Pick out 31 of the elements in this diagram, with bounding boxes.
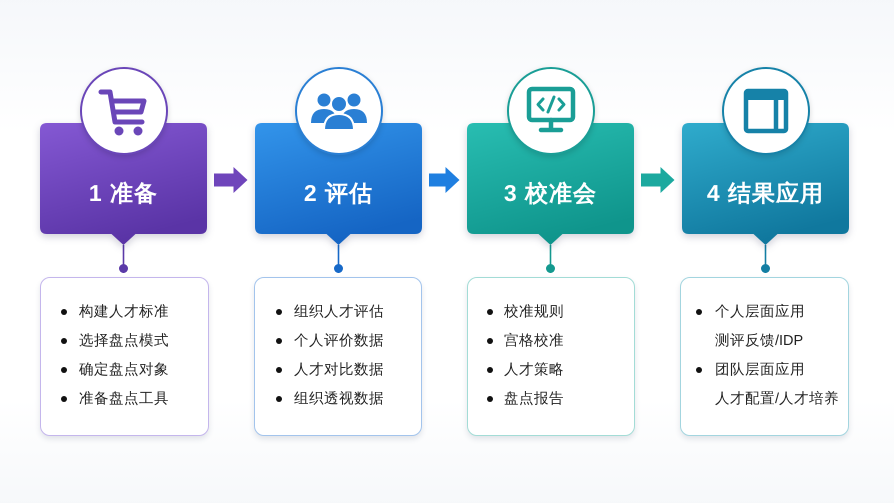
list-item: 团队层面应用 xyxy=(715,360,805,380)
list-item: 个人层面应用 xyxy=(715,302,805,322)
list-item: 构建人才标准 xyxy=(79,303,169,322)
step-title: 1 准备 xyxy=(88,179,160,207)
list-item: 宫格校准 xyxy=(504,332,564,351)
step-title: 2 评估 xyxy=(302,179,374,207)
list-item: 盘点报告 xyxy=(504,390,564,409)
list-item: 组织透视数据 xyxy=(294,390,384,409)
list-item: 个人评价数据 xyxy=(294,332,384,351)
list-item: 确定盘点对象 xyxy=(79,360,169,380)
list-item: 准备盘点工具 xyxy=(79,390,169,409)
list-panel xyxy=(40,277,209,436)
list-item: 校准规则 xyxy=(504,303,564,322)
list-item: 选择盘点模式 xyxy=(79,332,169,351)
step-title: 4 结果应用 xyxy=(706,179,826,207)
connector-line xyxy=(546,245,555,273)
arrow xyxy=(641,167,674,193)
list-panel xyxy=(680,277,849,436)
connector-line xyxy=(334,245,343,273)
connector-line xyxy=(119,245,128,273)
arrow xyxy=(214,167,248,193)
list-item: 人才对比数据 xyxy=(294,361,384,380)
list-item: 组织人才评估 xyxy=(294,303,384,322)
arrow xyxy=(429,167,460,193)
list-item: 人才策略 xyxy=(504,361,564,380)
step-title: 3 校准会 xyxy=(502,179,598,207)
item-detail: 测评反馈/IDP xyxy=(715,332,804,351)
connector-line xyxy=(761,245,770,273)
list-panel xyxy=(254,277,422,436)
item-detail: 人才配置/人才培养 xyxy=(715,390,840,409)
list-panel xyxy=(467,277,635,436)
